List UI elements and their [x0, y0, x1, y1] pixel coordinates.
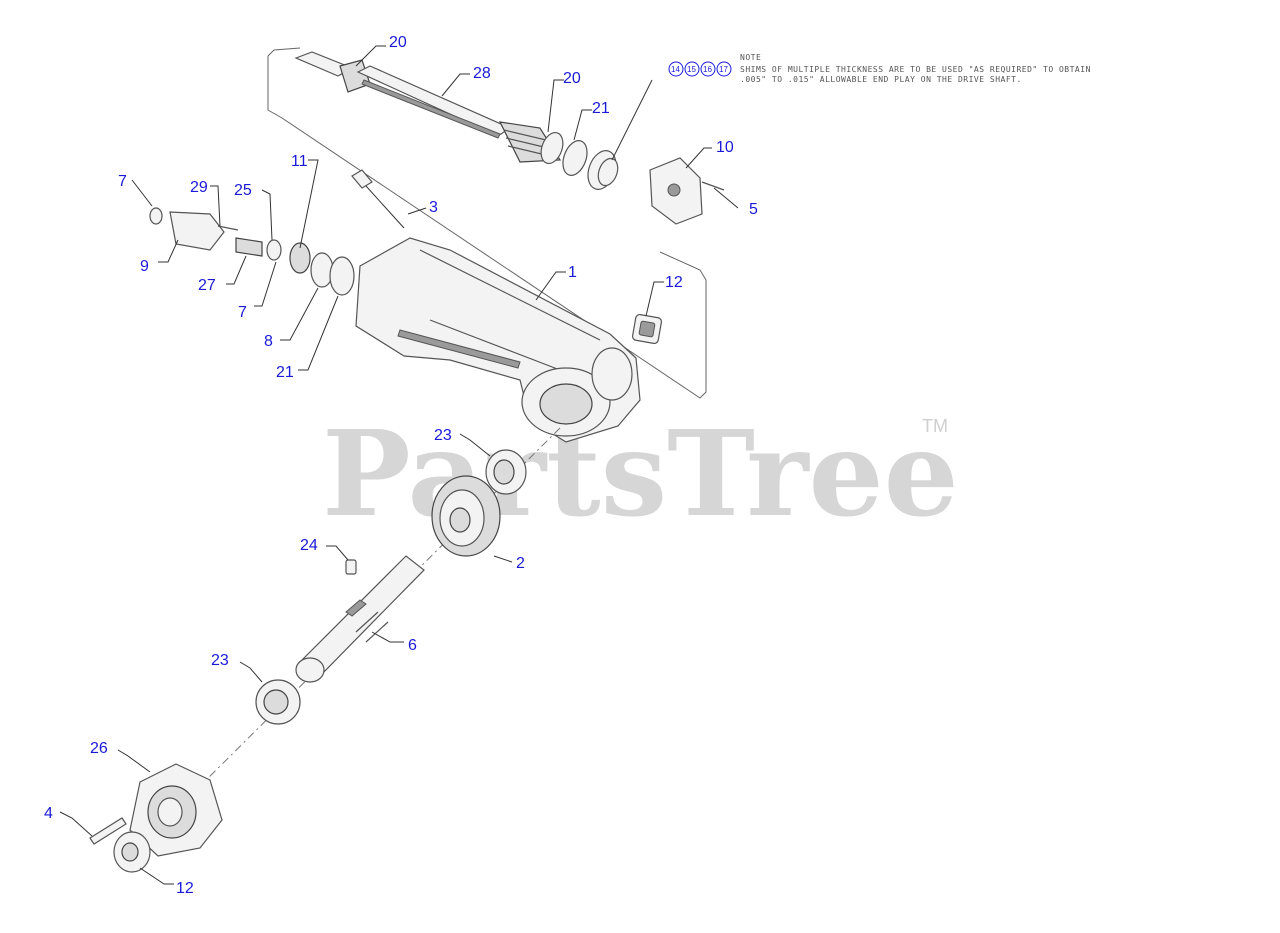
callout-28[interactable]: 28: [473, 65, 491, 82]
callout-5[interactable]: 5: [749, 201, 758, 218]
note-ref-15: 15: [687, 65, 696, 74]
callout-20-top[interactable]: 20: [389, 34, 407, 51]
cover-screw[interactable]: [89, 817, 127, 845]
callout-4[interactable]: 4: [44, 805, 53, 822]
note-ref-17: 17: [719, 65, 728, 74]
vent-plug[interactable]: [351, 169, 405, 229]
callout-3[interactable]: 3: [429, 199, 438, 216]
note-ref-16: 16: [703, 65, 712, 74]
callout-1[interactable]: 1: [568, 264, 577, 281]
callout-7[interactable]: 7: [238, 304, 247, 321]
callout-11[interactable]: 11: [291, 153, 308, 170]
callout-21[interactable]: 21: [276, 364, 294, 381]
drive-shaft[interactable]: [294, 51, 562, 163]
callout-27[interactable]: 27: [198, 277, 216, 294]
note-ref-14: 14: [671, 65, 680, 74]
callout-6[interactable]: 6: [408, 637, 417, 654]
output-shaft[interactable]: [295, 555, 425, 683]
callout-20[interactable]: 20: [563, 70, 581, 87]
bearing-upper[interactable]: [485, 449, 527, 495]
seal-upper[interactable]: [631, 313, 663, 345]
callout-25[interactable]: 25: [234, 182, 252, 199]
end-cover[interactable]: [649, 157, 725, 225]
note-line-2: .005" TO .015" ALLOWABLE END PLAY ON THE…: [740, 75, 1022, 84]
note-line-1: SHIMS OF MULTIPLE THICKNESS ARE TO BE US…: [740, 65, 1091, 74]
callout-24[interactable]: 24: [300, 537, 318, 554]
callout-12[interactable]: 12: [176, 880, 194, 897]
assembly-boundary: [267, 47, 707, 399]
output-gear[interactable]: [431, 475, 501, 557]
note-block: 14 15 16 17 NOTE SHIMS OF MULTIPLE THICK…: [611, 53, 1091, 161]
leader-lines: [59, 45, 739, 885]
bearing-lower[interactable]: [255, 679, 301, 725]
seal-lower[interactable]: [113, 831, 151, 873]
gear-housing[interactable]: [355, 237, 641, 443]
note-title: NOTE: [740, 53, 761, 62]
callout-12-top[interactable]: 12: [665, 274, 683, 291]
callout-23-top[interactable]: 23: [434, 427, 452, 444]
callout-7-top[interactable]: 7: [118, 173, 127, 190]
key[interactable]: [345, 559, 357, 575]
callout-26[interactable]: 26: [90, 740, 108, 757]
callout-23[interactable]: 23: [211, 652, 229, 669]
watermark-tm: TM: [922, 416, 948, 436]
callout-29[interactable]: 29: [190, 179, 208, 196]
input-shaft-group[interactable]: [149, 207, 355, 296]
callout-8[interactable]: 8: [264, 333, 273, 350]
shaft-seal-rings[interactable]: [537, 130, 621, 194]
callout-10[interactable]: 10: [716, 139, 734, 156]
callout-2[interactable]: 2: [516, 555, 525, 572]
watermark: PartsTree: [322, 404, 959, 543]
callout-21-top[interactable]: 21: [592, 100, 610, 117]
callout-9[interactable]: 9: [140, 258, 149, 275]
